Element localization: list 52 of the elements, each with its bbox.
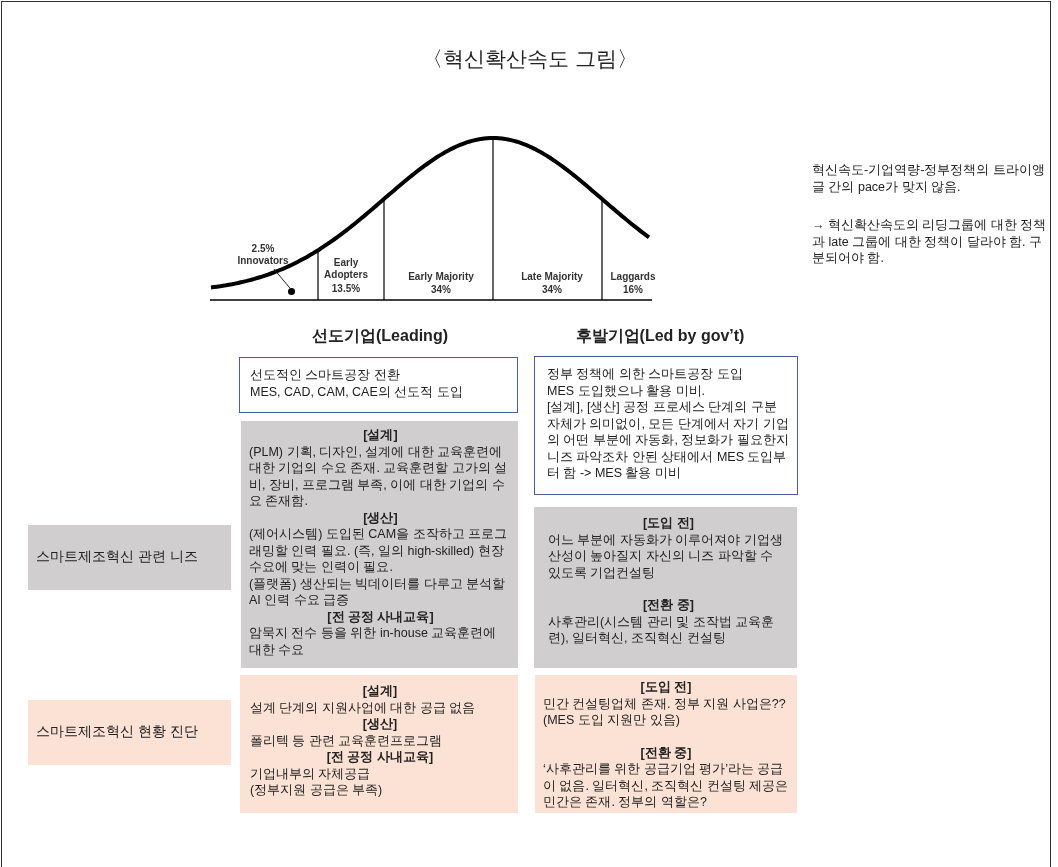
point-marker (288, 288, 295, 295)
section-heading: [생산] (361, 716, 399, 733)
box-text: [설계], [생산] 공정 프로세스 단계의 구분 자체가 의미없이, 모든 단계에서 자기 기업의 어떤 부분에 자동화, 정보화가 필요한지 니즈 파악조차 안된 상태에서 MES 도입부터 함 -> MES 활용 미비 (547, 399, 789, 482)
leader-line (273, 268, 291, 289)
percentage-label: 16% (622, 284, 644, 296)
text-box (534, 356, 798, 495)
curve-label: Laggards (609, 271, 657, 283)
box-text: 민간 컨설팅업체 존재. 정부 지원 사업은?? (543, 695, 787, 712)
box-text: (MES 도입 지원만 있음) (543, 712, 681, 729)
box-text: MES, CAD, CAM, CAE의 선도적 도입 (250, 383, 464, 400)
section-heading: [생산] (362, 509, 399, 526)
section-heading: [도입 전] (639, 679, 693, 696)
row-header: 스마트제조혁신 관련 니즈 (28, 525, 231, 590)
percentage-label: 13.5% (330, 283, 362, 295)
percentage-label: 34% (541, 284, 563, 296)
box-text: (플랫폼) 생산되는 빅데이터를 다루고 분석할 AI 인력 수요 급증 (249, 575, 507, 609)
text-box (240, 675, 518, 813)
diagram-title: 〈혁신확산속도 그림〉 (421, 46, 639, 72)
text-box (239, 357, 518, 413)
section-heading: [전환 중] (639, 744, 693, 761)
curve-label: 2.5% Innovators (232, 243, 294, 269)
section-heading: [전 공정 사내교육] (326, 608, 435, 625)
column-heading: 후발기업(Led by gov’t) (574, 326, 746, 346)
section-heading: [도입 전] (642, 515, 695, 532)
section-heading: [전 공정 사내교육] (325, 749, 435, 766)
box-text: 폴리텍 등 관련 교육훈련프로그램 (250, 732, 444, 749)
text-box (535, 675, 797, 813)
column-heading: 선도기업(Leading) (311, 326, 449, 346)
percentage-label: 34% (430, 284, 452, 296)
box-text: 암묵지 전수 등을 위한 in-house 교육훈련에 대한 수요 (249, 625, 498, 658)
curve-label: Early Adopters (323, 257, 369, 281)
note-text: 혁신속도-기업역량-정부정책의 트라이앵글 간의 pace가 맞지 않음. (812, 162, 1046, 195)
box-text: (PLM) 기획, 디자인, 설계에 대한 교육훈련에 대한 기업의 수요 존재. 교육훈련할 고가의 설비, 장비, 프로그램 부족, 이에 대한 기업의 수요 존재함. (249, 443, 509, 510)
curve-label: Late Majority (520, 271, 584, 283)
box-text: 사후관리(시스템 관리 및 조작법 교육훈련), 일터혁신, 조직혁신 컨설팅 (548, 613, 776, 647)
text-box (534, 507, 797, 668)
box-text: 기업내부의 자체공급 (250, 765, 372, 782)
note-text: → 혁신확산속도의 리딩그룹에 대한 정책과 late 그룹에 대한 정책이 달라야 함. 구분되어야 함. (812, 217, 1048, 267)
section-heading: [설계] (362, 427, 399, 444)
row-header: 스마트제조혁신 현황 진단 (28, 700, 231, 765)
box-text: 어느 부분에 자동화가 이루어져야 기업생산성이 높아질지 자신의 니즈 파악할 수 있도록 기업컨설팅 (548, 531, 784, 581)
box-text: 정부 정책에 의한 스마트공장 도입 (547, 366, 744, 383)
section-heading: [설계] (361, 683, 399, 700)
box-text: MES 도입했으나 활용 미비. (547, 382, 706, 399)
box-text: (정부지원 공급은 부족) (250, 782, 384, 799)
box-text: 설계 단계의 지원사업에 대한 공급 없음 (250, 699, 477, 716)
curve-label: Early Majority (407, 271, 475, 283)
section-heading: [전환 중] (642, 597, 695, 614)
box-text: 선도적인 스마트공장 전환 (250, 367, 401, 384)
box-text: (제어시스템) 도입된 CAM을 조작하고 프로그래밍할 인력 필요. (즉, 일의 high-skilled) 현장수요에 맞는 인력이 필요. (249, 526, 508, 576)
box-text: ‘사후관리를 위한 공급기업 평가’라는 공급이 없음. 일터혁신, 조직혁신 컨설팅 제공은 민간은 존재. 정부의 역할은? (543, 761, 789, 811)
text-box (241, 421, 518, 668)
